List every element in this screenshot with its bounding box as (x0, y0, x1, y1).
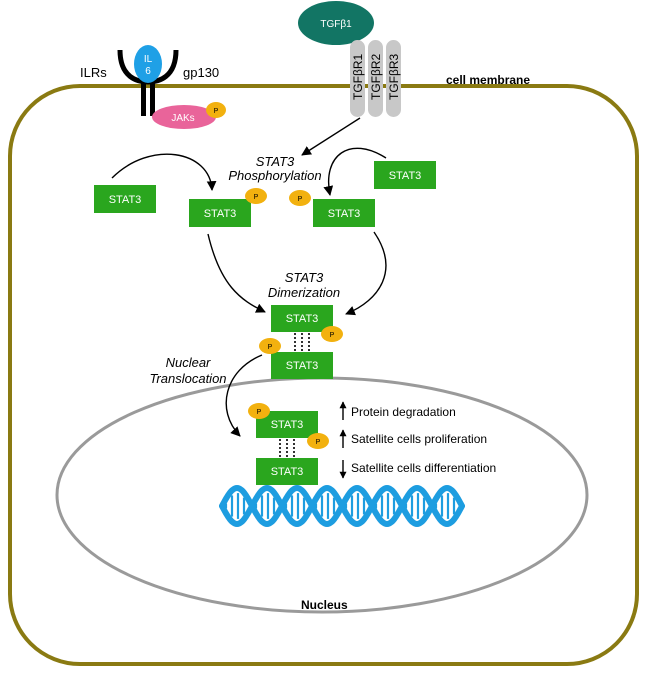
stat3-label: STAT3 (109, 194, 142, 206)
phosphorylation-arrow-right (323, 147, 387, 196)
jaks-label: JAKs (171, 113, 194, 124)
il6-label-line2: 6 (145, 66, 151, 77)
stat3-phosphorylated-left (189, 199, 251, 227)
stat3-dimer-top (271, 305, 333, 332)
phosphorylation-label-line1: STAT3 (256, 154, 295, 169)
stat3-label: STAT3 (271, 419, 304, 431)
stat3-dimer-bottom (271, 352, 333, 379)
stat3-dimer-nucleus: STAT3 STAT3 P P (248, 403, 329, 485)
translocation-label-line1: Nuclear (166, 355, 211, 370)
tgfb-to-phosphorylation-arrow (301, 117, 361, 156)
jaks-protein (152, 105, 216, 129)
stat3-dimer-bottom (256, 458, 318, 485)
phospho-group (321, 326, 343, 342)
tgfb1-label: TGFβ1 (320, 19, 352, 30)
ilr-receptor-stem-right (150, 80, 155, 116)
tgfb-receptor-complex: TGFβ1 TGFβR1 TGFβR2 TGFβR3 (298, 1, 401, 117)
nucleus-label: Nucleus (301, 598, 348, 612)
phospho-label: P (254, 194, 259, 201)
stat3-label: STAT3 (328, 208, 361, 220)
stat3-label: STAT3 (286, 360, 319, 372)
phospho-label: P (316, 439, 321, 446)
phospho-group (248, 403, 270, 419)
translocation-arrow (225, 354, 263, 437)
dimerization-label-line1: STAT3 (285, 270, 324, 285)
translocation-label-line2: Translocation (149, 371, 226, 386)
stat3-label: STAT3 (389, 170, 422, 182)
il6-ligand (134, 45, 162, 83)
stat3-label: STAT3 (271, 466, 304, 478)
effect-text: Protein degradation (351, 405, 456, 419)
phospho-group (259, 338, 281, 354)
dimerization-label-line2: Dimerization (268, 285, 340, 300)
stat3-unphosphorylated-right (374, 161, 436, 189)
effect-text: Satellite cells proliferation (351, 432, 487, 446)
phospho-group (307, 433, 329, 449)
ilr-receptor-stem-left (141, 80, 146, 116)
dimerization-arrow-right (345, 231, 387, 316)
cell-membrane-label: cell membrane (446, 73, 530, 87)
phospho-group (289, 190, 311, 206)
phospho-label: P (257, 409, 262, 416)
jaks-phospho-label: P (214, 108, 219, 115)
phospho-group (245, 188, 267, 204)
tgfbr3-label: TGFβR3 (387, 53, 401, 100)
phospho-label: P (330, 332, 335, 339)
effects-list: Protein degradation Satellite cells prol… (339, 401, 496, 479)
tgfb1-ligand (298, 1, 374, 45)
tgfbr1-label: TGFβR1 (351, 53, 365, 100)
phosphorylation-arrow-left (111, 153, 217, 191)
stat3-unphosphorylated-left (94, 185, 156, 213)
tgfbr2-receptor (368, 40, 383, 117)
dna-helix (219, 484, 465, 528)
ilr-receptor: IL 6 ILRs gp130 JAKs P (80, 45, 226, 129)
stat3-dimer-cytoplasm: STAT3 STAT3 P P (259, 305, 343, 379)
phosphorylation-label-line2: Phosphorylation (228, 168, 321, 183)
stat3-label: STAT3 (286, 313, 319, 325)
tgfbr2-label: TGFβR2 (369, 53, 383, 100)
stat3-phosphorylated-right (313, 199, 375, 227)
dimerization-arrow-left (207, 233, 266, 313)
ilrs-label: ILRs (80, 65, 107, 80)
nucleus (55, 376, 589, 614)
cell-membrane (8, 84, 639, 666)
stat3-label: STAT3 (204, 208, 237, 220)
jaks-phospho (206, 102, 226, 118)
effect-text: Satellite cells differentiation (351, 461, 496, 475)
il6-label-line1: IL (144, 54, 153, 65)
dna-strand-b (219, 484, 465, 528)
tgfbr1-receptor (350, 40, 365, 117)
phospho-label: P (268, 344, 273, 351)
phospho-label: P (298, 196, 303, 203)
gp130-label: gp130 (183, 65, 219, 80)
tgfbr3-receptor (386, 40, 401, 117)
